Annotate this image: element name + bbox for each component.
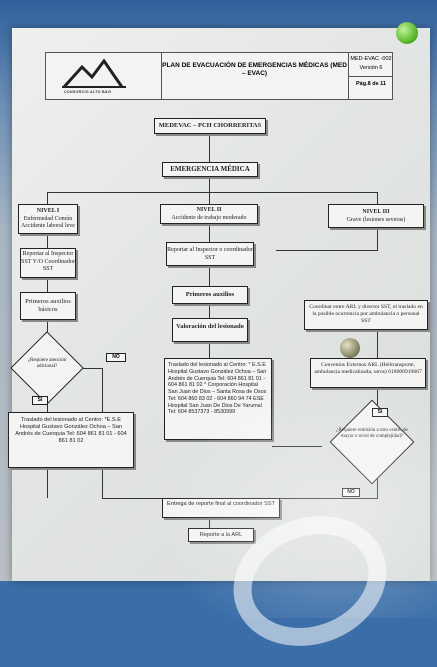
primeros-center-label: Primeros auxilios: [185, 291, 235, 298]
document-version: Versión 6: [359, 65, 383, 72]
coordinar-label: Coordinar entre ARL y director SST, el t…: [309, 304, 423, 324]
connector: [209, 224, 210, 242]
page-number: Pág.8 de 11: [349, 76, 393, 89]
medevac-label: MEDEVAC – PCH CHORRERITAS: [158, 122, 262, 129]
connector: [377, 474, 378, 498]
traslado-center-box: Traslado del lesionado al Centro: * E.S.…: [164, 358, 272, 440]
connector: [47, 402, 48, 412]
connector: [47, 234, 48, 248]
connector: [377, 330, 378, 358]
green-pushpin-icon: [396, 22, 418, 44]
connector: [47, 192, 48, 204]
traslado-center-label: Traslado del lesionado al Centro: * E.S.…: [168, 362, 267, 416]
connector: [209, 518, 210, 528]
medevac-box: MEDEVAC – PCH CHORRERITAS: [154, 118, 266, 134]
reportar-left-box: Reportar al Inspector SST Y/O Coordinado…: [20, 248, 76, 278]
valoracion-label: Valoración del lesionado: [176, 323, 244, 330]
convenios-label: Convenios Externos ARL (Helitransporte, …: [314, 362, 422, 375]
reportar-left-label: Reportar al Inspector SST Y/O Coordinado…: [21, 251, 75, 272]
emergencia-label: EMERGENCIA MÉDICA: [170, 165, 250, 173]
traslado-left-box: Traslado del lesionado al Centro: *E.S.E…: [8, 412, 134, 468]
convenios-box: Convenios Externos ARL (Helitransporte, …: [310, 358, 426, 388]
reportar-center-box: Reportar al Inspector o coordinador SST: [166, 242, 254, 266]
nivel-2-title: NIVEL II: [196, 207, 222, 213]
company-logo: CONSORCIO ALTO BAVI: [46, 53, 162, 99]
mountain-logo-icon: [62, 58, 126, 89]
connector: [280, 498, 378, 499]
connector: [377, 388, 378, 418]
traslado-left-label: Traslado del lesionado al Centro: *E.S.E…: [15, 417, 127, 444]
reporte-arl-label: Reporte a la ARL: [199, 532, 243, 538]
document-title: PLAN DE EVACUACIÓN DE EMERGENCIAS MÉDICA…: [161, 53, 349, 99]
connector: [47, 320, 48, 334]
nivel-2-desc: Accidente de trabajo moderado: [171, 214, 247, 221]
primeros-left-label: Primeros auxilios básicos: [25, 298, 71, 314]
no-left-tag: NO: [106, 353, 126, 362]
document-meta: MED-EVAC -002 Versión 6 Pág.8 de 11: [349, 53, 393, 99]
connector: [272, 446, 322, 447]
si-left-tag: SI: [32, 396, 48, 405]
document-code: MED-EVAC -002: [350, 56, 392, 62]
connector: [209, 132, 210, 162]
pushpin-icon: [340, 338, 360, 358]
connector: [47, 278, 48, 292]
valoracion-box: Valoración del lesionado: [172, 318, 248, 342]
reporte-arl-box: Reporte a la ARL: [188, 528, 254, 542]
connector: [209, 266, 210, 286]
connector: [209, 342, 210, 358]
nivel-1-box: NIVEL I Enfermedad Común Accidente labor…: [18, 204, 78, 234]
connector: [47, 468, 48, 498]
connector: [377, 228, 378, 250]
connector: [80, 368, 102, 369]
connector: [209, 176, 210, 192]
reporte-final-box: Entrega de reporte final al coordinador …: [162, 498, 280, 518]
connector: [47, 192, 377, 193]
reporte-final-label: Entrega de reporte final al coordinador …: [167, 501, 275, 507]
coordinar-box: Coordinar entre ARL y director SST, el t…: [304, 300, 428, 330]
nivel-2-box: NIVEL II Accidente de trabajo moderado: [160, 204, 258, 224]
nivel-1-desc: Enfermedad Común Accidente laboral leve: [21, 215, 75, 230]
primeros-left-box: Primeros auxilios básicos: [20, 292, 76, 320]
document-header: CONSORCIO ALTO BAVI PLAN DE EVACUACIÓN D…: [45, 52, 393, 100]
decision-right-text: ¿Requiere remisión a otro centro de mayo…: [336, 428, 408, 439]
nivel-1-title: NIVEL I: [36, 208, 60, 214]
connector: [377, 192, 378, 204]
no-right-tag: NO: [342, 488, 360, 497]
nivel-3-box: NIVEL III Grave (lesiones severas): [328, 204, 424, 228]
connector: [102, 498, 162, 499]
document-sheet: CONSORCIO ALTO BAVI PLAN DE EVACUACIÓN D…: [8, 28, 437, 667]
reportar-center-label: Reportar al Inspector o coordinador SST: [167, 247, 253, 261]
emergencia-box: EMERGENCIA MÉDICA: [162, 162, 258, 177]
watermark: [215, 495, 405, 667]
primeros-center-box: Primeros auxilios: [172, 286, 248, 304]
si-right-tag: SI: [372, 408, 388, 417]
connector: [209, 304, 210, 318]
decision-left-text: ¿Requiere atención adicional?: [27, 358, 67, 369]
logo-text: CONSORCIO ALTO BAVI: [64, 90, 112, 94]
connector: [209, 192, 210, 204]
nivel-3-desc: Grave (lesiones severas): [346, 216, 406, 223]
connector: [276, 250, 378, 251]
nivel-3-title: NIVEL III: [362, 209, 390, 215]
